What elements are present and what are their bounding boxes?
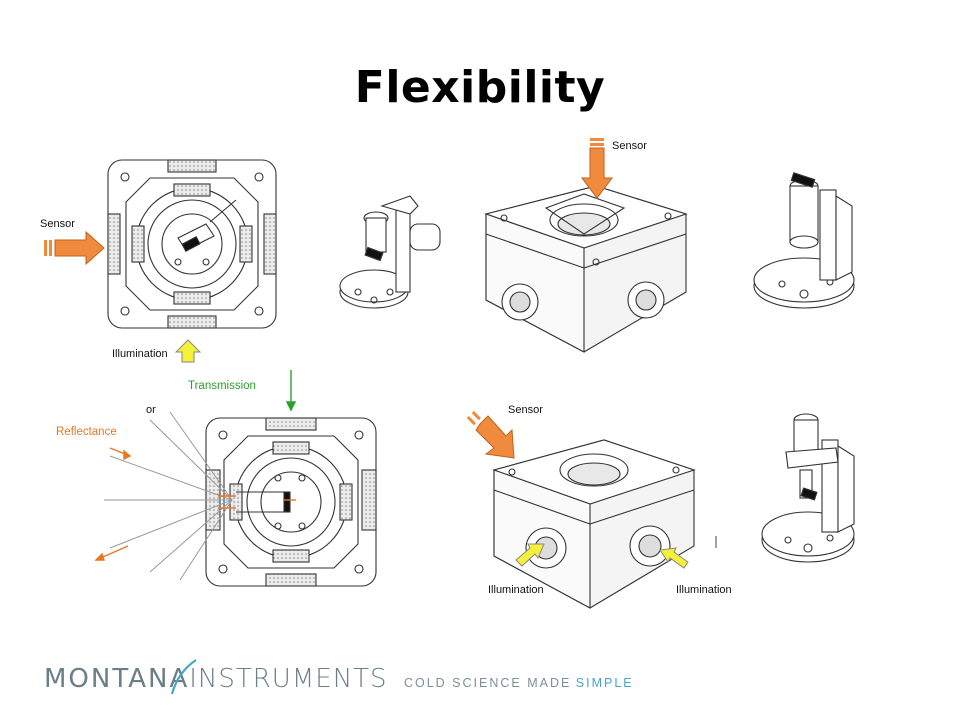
illumination-arrow-bottom-right [659, 547, 689, 569]
tagline-simple: SIMPLE [575, 676, 634, 690]
brand-instruments: INSTRUMENTS [189, 664, 388, 694]
illumination-label-bottom-right: Illumination [676, 584, 732, 596]
cryostat-box-top [484, 185, 688, 353]
sensor-arrow-bottom-tail [466, 411, 481, 426]
illumination-arrow-up [174, 339, 202, 363]
top-view-upper [107, 159, 277, 329]
sample-mount-3 [761, 413, 855, 563]
brand-montana: MONTANA [44, 664, 190, 694]
reflectance-rays [104, 411, 233, 581]
reflectance-arrows [94, 447, 296, 561]
montana-instruments-logo: MONTANAINSTRUMENTS COLD SCIENCE MADE SIM… [44, 664, 634, 694]
slide-title: Flexibility [354, 62, 606, 113]
illumination-label-left: Illumination [112, 348, 168, 360]
sensor-label-left: Sensor [40, 218, 75, 230]
illumination-arrow-bottom-left [515, 543, 545, 567]
sensor-arrow-bottom [475, 415, 515, 459]
sample-mount-2 [753, 172, 855, 309]
transmission-label: Transmission [188, 380, 256, 392]
sample-mount-1 [339, 195, 441, 309]
top-view-lower [205, 417, 377, 587]
reflectance-label: Reflectance [56, 426, 117, 438]
transmission-arrow [285, 370, 297, 412]
sensor-arrow-top [581, 138, 613, 199]
sensor-label-bottom-box: Sensor [508, 404, 543, 416]
cryostat-box-bottom [492, 439, 717, 609]
or-label: or [146, 404, 156, 416]
illumination-label-bottom-left: Illumination [488, 584, 544, 596]
sensor-label-top-box: Sensor [612, 140, 647, 152]
sensor-arrow-left [44, 230, 105, 266]
tagline: COLD SCIENCE MADE [403, 676, 572, 690]
